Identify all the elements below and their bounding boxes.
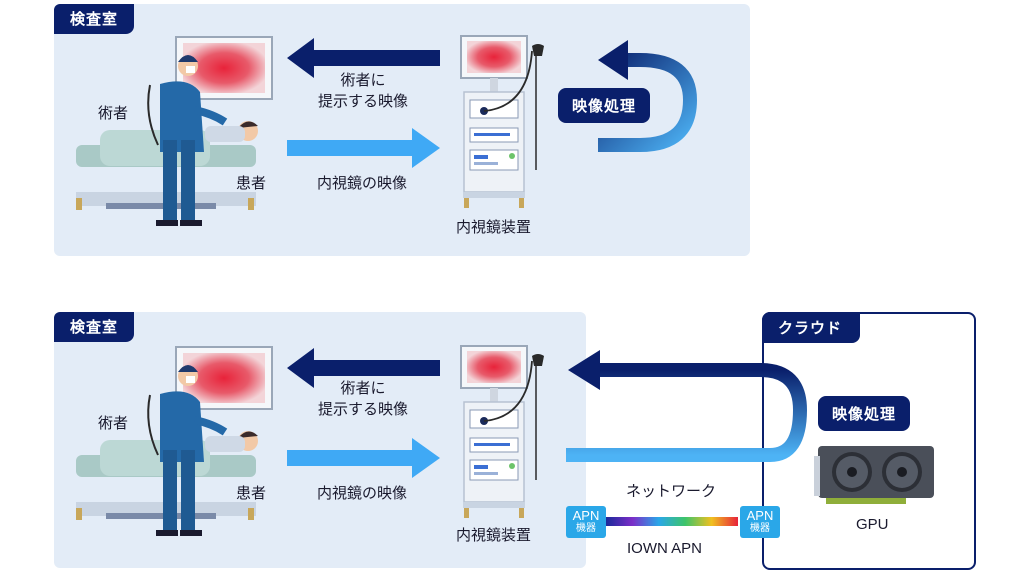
bottom-surgeon-label: 術者	[98, 415, 129, 432]
cloud-label: クラウド	[762, 312, 861, 343]
apn-device-left: APN 機器	[566, 506, 606, 538]
top-arrow-to-device-label: 内視鏡の映像	[316, 175, 407, 192]
top-arrow-to-surgeon-label: 術者に 提示する映像	[317, 72, 408, 110]
gpu-icon	[814, 446, 934, 504]
top-patient-label: 患者	[236, 175, 267, 192]
top-scene-illustration	[76, 36, 544, 226]
apn-device-right: APN 機器	[740, 506, 780, 538]
apn-device-right-line1: APN	[746, 508, 774, 523]
network-label: ネットワーク	[626, 483, 717, 500]
apn-device-left-line1: APN	[572, 508, 600, 523]
apn-device-left-line2: 機器	[576, 523, 596, 534]
bottom-arrow-to-surgeon-label: 術者に 提示する映像	[317, 380, 408, 418]
top-room-label: 検査室	[54, 4, 135, 34]
top-processing-label: 映像処理	[558, 88, 651, 123]
top-loop-arrowhead	[598, 40, 628, 80]
bottom-processing-label: 映像処理	[818, 396, 911, 431]
cloud-box: クラウド	[762, 312, 976, 570]
top-surgeon-label: 術者	[98, 105, 129, 122]
iown-apn-label: IOWN APN	[627, 540, 703, 557]
gpu-label: GPU	[856, 516, 889, 533]
bottom-scene-illustration	[76, 346, 544, 536]
bottom-device-label: 内視鏡装置	[456, 527, 532, 544]
apn-device-right-line2: 機器	[750, 523, 770, 534]
top-processing-loop-arrow	[598, 53, 698, 152]
top-device-label: 内視鏡装置	[456, 219, 532, 236]
iown-apn-line	[606, 517, 738, 526]
bottom-room-label: 検査室	[54, 312, 135, 342]
bottom-cloud-loop-arrow	[566, 363, 808, 462]
bottom-patient-label: 患者	[236, 485, 267, 502]
bottom-loop-arrowhead	[568, 350, 600, 390]
bottom-arrow-to-device-label: 内視鏡の映像	[316, 485, 407, 502]
